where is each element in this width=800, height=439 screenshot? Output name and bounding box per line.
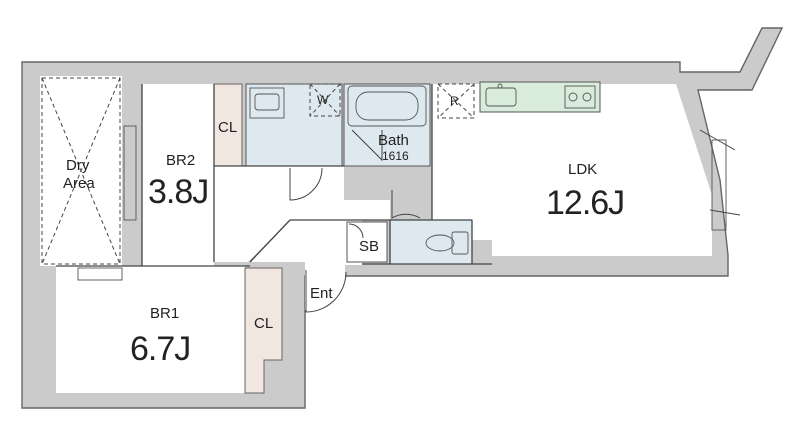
ldk-label: LDK (568, 161, 597, 178)
ldk-floor (432, 84, 712, 256)
partition-lines (56, 84, 492, 267)
fridge-label: R (450, 94, 459, 108)
entrance-door (305, 270, 347, 313)
closet-br1-label: CL (254, 315, 273, 332)
wet-areas (245, 83, 473, 265)
ldk-size: 12.6J (546, 184, 624, 222)
closet-br1 (244, 267, 283, 394)
dry-area-label-2: Area (63, 175, 95, 192)
wash-basin-icon (249, 87, 285, 119)
bath-door (351, 129, 383, 162)
bath-label: Bath (378, 132, 409, 149)
window-br2 (123, 125, 137, 221)
washroom (245, 83, 343, 167)
washer-space (309, 83, 341, 117)
shoebox-door (348, 223, 364, 239)
window-dry (77, 267, 123, 281)
toilet-icon (425, 231, 469, 255)
bathtub-icon (347, 85, 427, 127)
shoe-box (346, 221, 388, 263)
bath-room (343, 83, 431, 167)
stove-icon (564, 85, 596, 109)
closet-br2-label: CL (218, 119, 237, 136)
fridge-space (437, 83, 475, 119)
doors (289, 129, 741, 313)
dry-area-cross (41, 77, 121, 265)
br1-label: BR1 (150, 305, 179, 322)
room-floors (40, 76, 712, 393)
bath-size: 1616 (382, 149, 409, 163)
toilet-door (391, 190, 421, 219)
window-ldk (711, 139, 727, 231)
windows (77, 125, 727, 281)
br2-size: 3.8J (148, 173, 208, 211)
br1-size: 6.7J (130, 330, 190, 368)
hall-floor (214, 166, 390, 262)
kitchen-counter (479, 81, 601, 113)
toilet-room (389, 219, 473, 265)
entrance-label: Ent (310, 285, 333, 302)
br2-floor (142, 84, 214, 266)
washroom-door (289, 167, 323, 201)
dry-area-label-1: Dry (66, 157, 90, 174)
washer-label: W (317, 93, 329, 107)
entrance-floor (250, 220, 362, 310)
shoe-box-label: SB (359, 238, 379, 255)
br2-label: BR2 (166, 152, 195, 169)
br1-floor (56, 266, 245, 393)
